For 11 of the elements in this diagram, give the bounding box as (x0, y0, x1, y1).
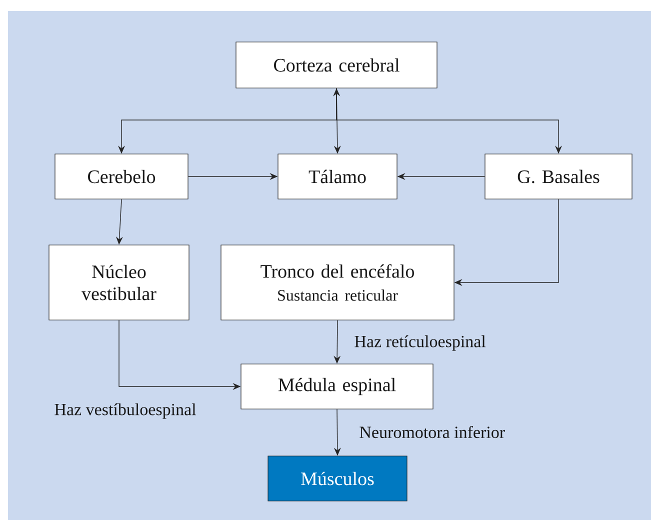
process-box: Médula espinal (240, 364, 434, 410)
process-box: Núcleo vestibular (48, 244, 190, 320)
process-box: Tronco del encéfalo Sustancia reticular (220, 244, 454, 320)
process-box: Tálamo (278, 154, 398, 200)
process-box: Corteza cerebral (236, 42, 438, 88)
edge-label: Neuromotora inferior (358, 424, 506, 440)
edge-label: Haz vestíbuloespinal (53, 402, 198, 420)
output-box: Músculos (268, 456, 408, 502)
edge-label: Haz retículoespinal (353, 334, 487, 352)
process-box: G. Basales (484, 154, 632, 200)
process-box: Cerebelo (54, 154, 188, 200)
